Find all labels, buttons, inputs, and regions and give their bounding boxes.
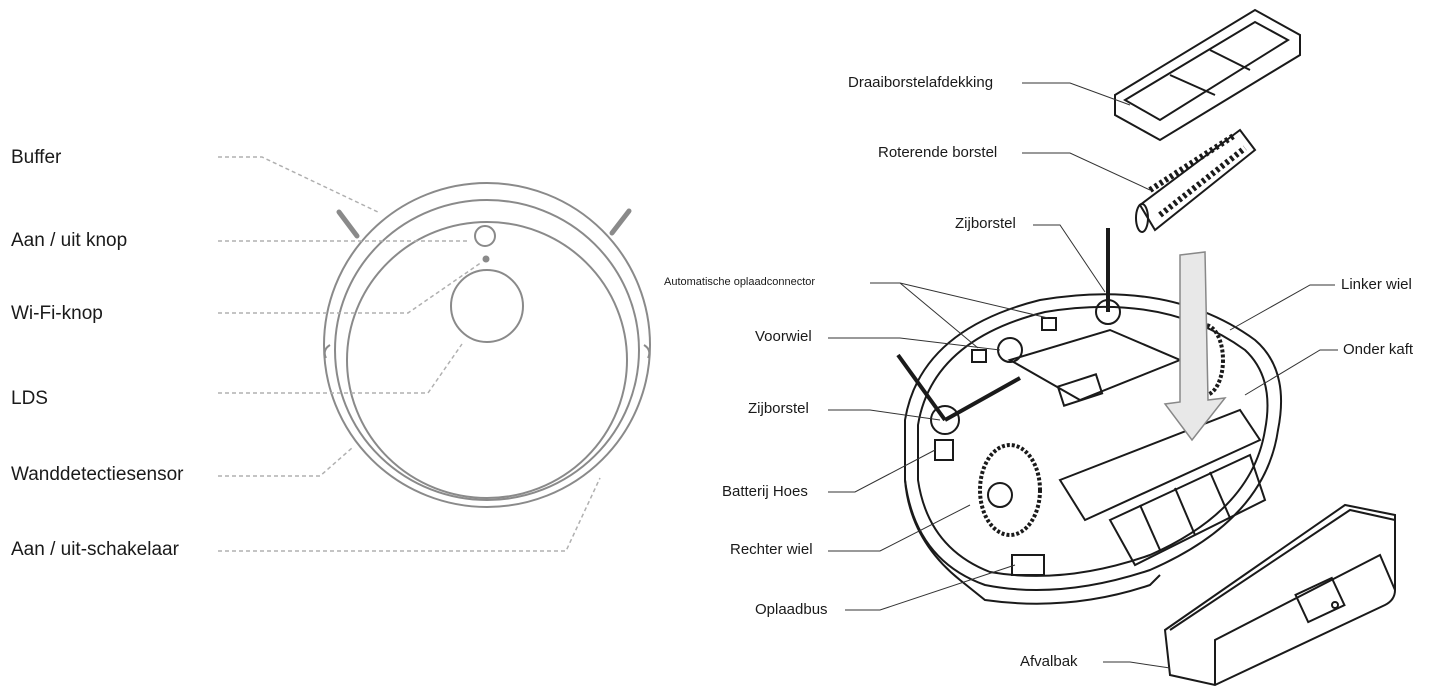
label-side-brush-top: Zijborstel <box>955 215 1016 232</box>
leader-rotating-brush <box>1022 152 1151 191</box>
label-bottom-cover: Onder kaft <box>1343 341 1414 358</box>
insert-arrow <box>1163 251 1227 442</box>
top-view-leaders <box>218 156 601 552</box>
grid-line-1 <box>1139 504 1161 551</box>
label-right-wheel: Rechter wiel <box>730 541 813 558</box>
label-charging-port: Oplaadbus <box>755 601 828 618</box>
dustbin-art <box>1163 503 1396 687</box>
leader-front-wheel <box>828 337 1001 351</box>
charge-contact-1 <box>971 349 987 363</box>
roller-brush-cover-art <box>1114 8 1301 142</box>
label-wall-sensor: Wanddetectiesensor <box>11 464 184 485</box>
leader-power-switch <box>218 477 601 552</box>
label-dustbin: Afvalbak <box>1020 653 1078 670</box>
lds-shape <box>450 269 524 343</box>
robot-body-side <box>904 479 1161 605</box>
robot-bottom-view <box>896 228 1283 605</box>
side-brush-stub-left <box>336 209 360 239</box>
leader-bottom-cover <box>1244 349 1338 396</box>
leader-roller-brush-cover <box>1022 82 1131 106</box>
dustbin-grid-area <box>1108 453 1267 567</box>
right-wheel-hub <box>987 482 1013 508</box>
robot-bumper-ring <box>334 199 640 501</box>
leader-buffer <box>218 156 381 214</box>
label-battery-cover: Batterij Hoes <box>722 483 808 500</box>
robot-plate-detail <box>1056 373 1104 407</box>
right-wheel-shape <box>978 443 1042 537</box>
label-rotating-brush: Roterende borstel <box>878 144 998 161</box>
robot-top-cover <box>346 221 628 499</box>
leader-lds <box>218 343 463 394</box>
front-wheel-shape <box>997 337 1023 363</box>
leader-side-brush-left <box>828 409 941 421</box>
charging-port-shape <box>1011 554 1045 576</box>
side-brush-left-bristle-2 <box>944 376 1021 422</box>
robot-body-outline <box>904 293 1283 591</box>
leader-right-wheel <box>828 504 971 552</box>
leader-side-brush-top <box>1033 224 1106 293</box>
label-power-switch: Aan / uit-schakelaar <box>11 539 179 560</box>
robot-body-rim <box>917 305 1269 577</box>
leader-wifi-button <box>218 261 483 314</box>
leader-auto-charge-2 <box>899 282 1049 319</box>
label-wifi-button: Wi-Fi-knop <box>11 303 103 324</box>
roller-channel <box>1058 408 1262 522</box>
robot-outer-shell <box>323 182 651 508</box>
leader-wall-sensor <box>218 447 353 477</box>
label-roller-brush-cover: Draaiborstelafdekking <box>848 74 994 91</box>
robot-top-view <box>323 182 651 508</box>
leader-battery-cover <box>828 449 936 493</box>
leader-left-wheel <box>1229 284 1335 331</box>
charge-contact-2 <box>1041 317 1057 331</box>
battery-cover-shape <box>934 439 954 461</box>
label-side-brush-left: Zijborstel <box>748 400 809 417</box>
side-brush-stub-right <box>609 208 632 236</box>
grid-line-3 <box>1209 471 1231 519</box>
bottom-view-leaders <box>828 82 1338 669</box>
label-front-wheel: Voorwiel <box>755 328 812 345</box>
robot-bottom-plate <box>1007 328 1183 402</box>
label-power-button: Aan / uit knop <box>11 230 128 251</box>
bumper-tab-right <box>643 344 651 359</box>
label-buffer: Buffer <box>11 147 62 168</box>
leader-charging-port <box>845 564 1016 611</box>
label-left-wheel: Linker wiel <box>1341 276 1412 293</box>
leader-dustbin <box>1103 661 1171 669</box>
label-auto-charge-connector: Automatische oplaadconnector <box>664 276 816 288</box>
bumper-tab-left <box>323 344 331 359</box>
side-brush-left-hub <box>930 405 960 435</box>
power-button-shape <box>474 225 496 247</box>
grid-line-2 <box>1174 487 1196 536</box>
wifi-button-dot <box>482 255 490 263</box>
side-brush-left-bristle <box>896 353 947 422</box>
rotating-brush-art <box>1135 128 1257 233</box>
label-lds: LDS <box>11 388 48 409</box>
